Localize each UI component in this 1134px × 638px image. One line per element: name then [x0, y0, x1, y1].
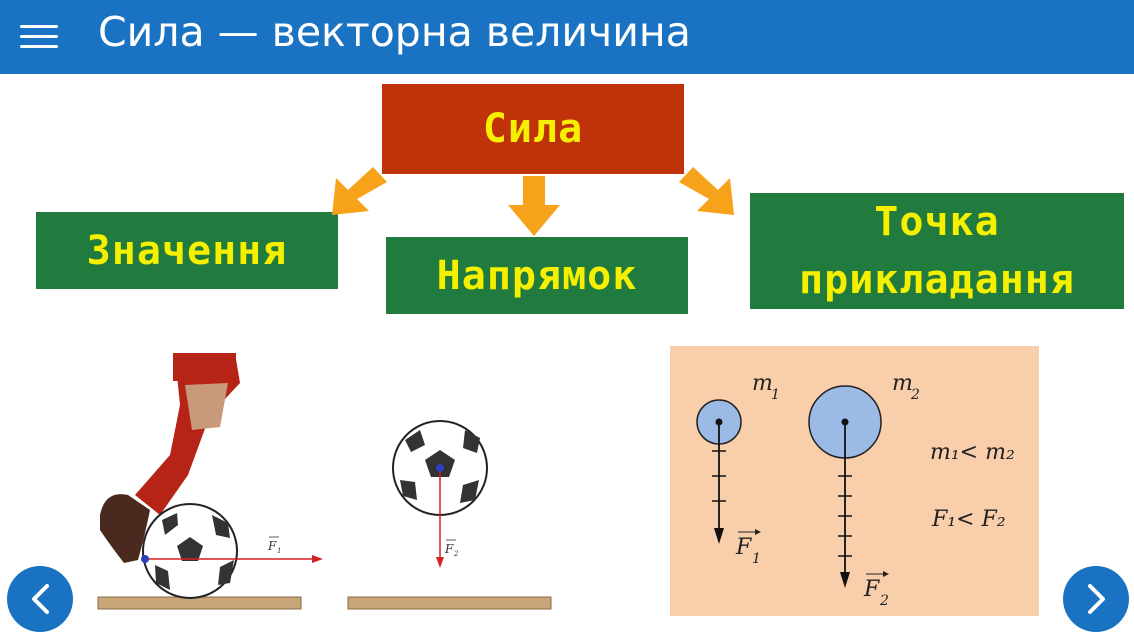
page-title: Сила — векторна величина — [98, 8, 691, 56]
ground — [347, 596, 552, 610]
m2-sub: 2 — [910, 387, 920, 403]
boot — [100, 494, 150, 563]
force-label-fall: F — [444, 542, 454, 556]
ground — [97, 596, 302, 610]
application-point-line2: прикладання — [799, 257, 1075, 303]
shorts — [173, 353, 236, 381]
chevron-left-icon — [32, 584, 49, 614]
force-sub-fall: 2 — [453, 550, 459, 558]
previous-slide-button[interactable] — [7, 566, 73, 632]
m2-label: m — [892, 371, 913, 396]
m1-label: m — [752, 371, 773, 396]
application-point-line1: Точка — [874, 199, 1000, 245]
force-label-kick: F — [267, 539, 277, 553]
chevron-right-icon — [1088, 584, 1105, 614]
F1-label: F — [735, 535, 752, 560]
force-sub-kick: 1 — [277, 547, 281, 555]
direction-box: Напрямок — [386, 237, 688, 314]
mass-comparison-panel: m 1 m 2 F 1 F 2 m₁< m₂ F₁< F₂ — [670, 346, 1039, 616]
application-point-box: Точка прикладання — [750, 193, 1124, 309]
knee — [185, 383, 228, 430]
F2-label: F — [863, 577, 880, 602]
fall-illustration: F 2 — [347, 420, 552, 610]
arrow-right-icon — [679, 167, 734, 215]
force-relation: F₁< F₂ — [931, 507, 1006, 532]
F2-sub: 2 — [879, 593, 889, 609]
menu-icon[interactable] — [20, 22, 60, 52]
next-slide-button[interactable] — [1063, 566, 1129, 632]
mass-relation: m₁< m₂ — [930, 440, 1015, 465]
header-bar: Сила — векторна величина — [0, 0, 1134, 74]
magnitude-box: Значення — [36, 212, 338, 289]
m1-sub: 1 — [771, 387, 780, 403]
kick-illustration: F 1 — [97, 353, 323, 610]
arrow-left-icon — [332, 167, 387, 215]
arrow-down-icon — [508, 176, 560, 236]
force-box: Сила — [382, 84, 684, 174]
F1-sub: 1 — [752, 551, 761, 567]
